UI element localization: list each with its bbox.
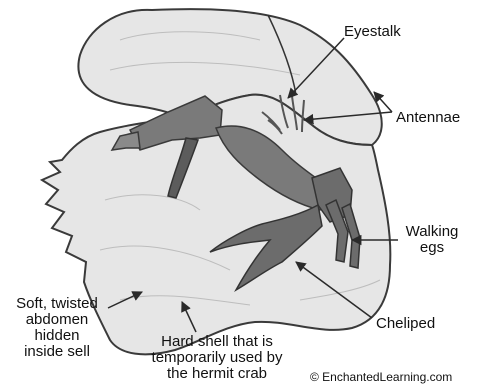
abdomen-label-line-4: inside sell xyxy=(6,344,108,360)
cheliped-label: Cheliped xyxy=(376,316,435,332)
shell-label-line-2: temporarily used by xyxy=(142,350,292,366)
shell-label-line-1: Hard shell that is xyxy=(142,334,292,350)
eyestalk-label: Eyestalk xyxy=(344,24,401,40)
shell-label: Hard shell that is temporarily used by t… xyxy=(142,334,292,382)
abdomen-label-line-3: hidden xyxy=(6,328,108,344)
antennae-label: Antennae xyxy=(396,110,460,126)
copyright-credit: © EnchantedLearning.com xyxy=(310,370,452,384)
walking-legs-label-line-1: Walking xyxy=(404,224,460,240)
abdomen-label-line-2: abdomen xyxy=(6,312,108,328)
walking-legs-label-line-2: egs xyxy=(404,240,460,256)
shell-label-line-3: the hermit crab xyxy=(142,366,292,382)
walking-legs-label: Walking egs xyxy=(404,224,460,256)
abdomen-label: Soft, twisted abdomen hidden inside sell xyxy=(6,296,108,360)
abdomen-label-line-1: Soft, twisted xyxy=(6,296,108,312)
